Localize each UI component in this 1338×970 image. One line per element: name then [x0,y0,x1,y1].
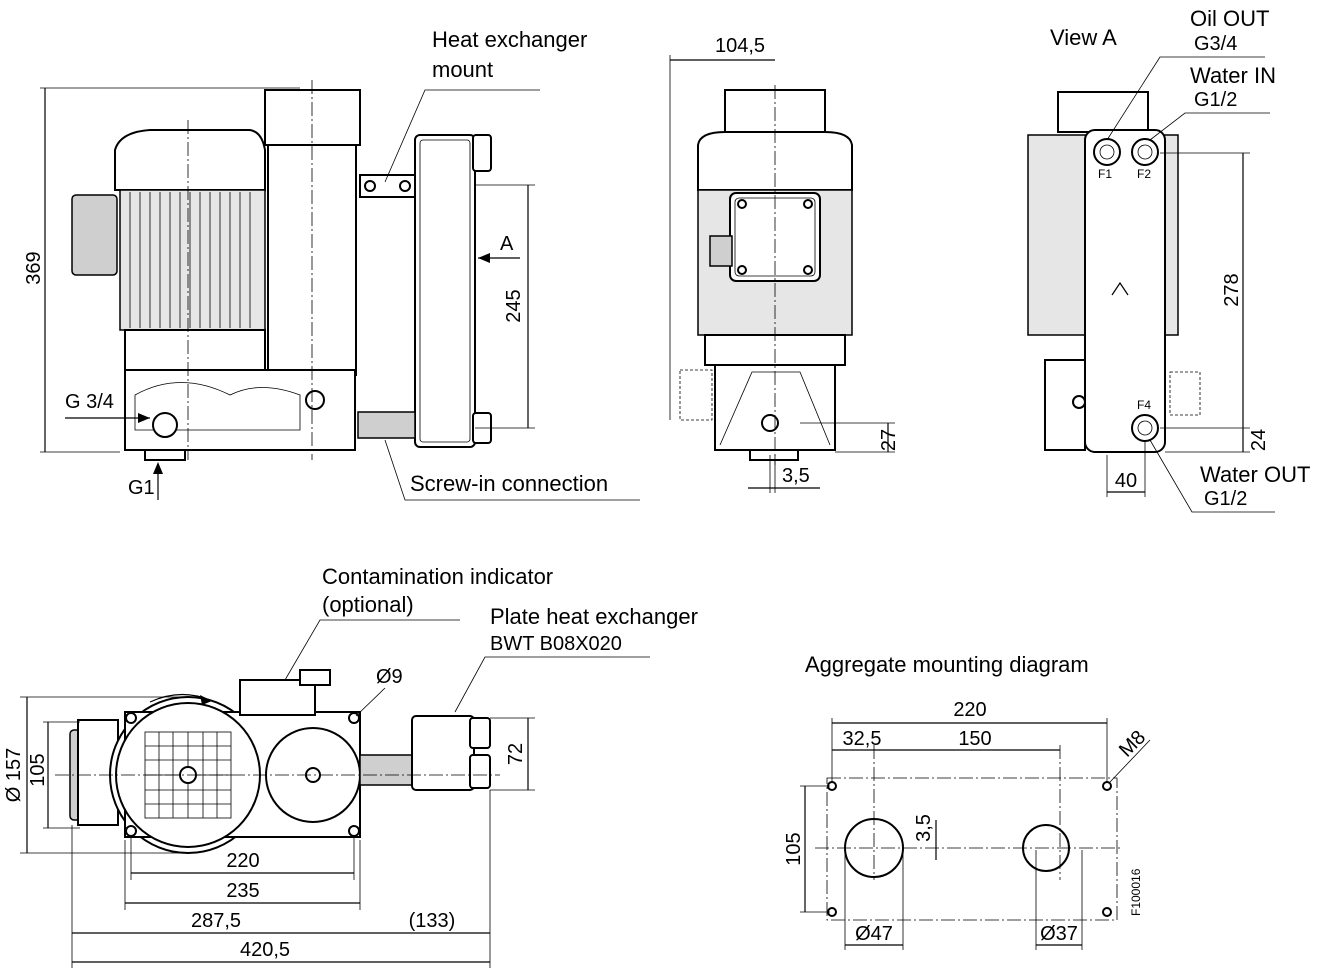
side-base [124,369,356,451]
dim-72: 72 [505,743,527,765]
dim-245: 245 [503,289,525,322]
mount-dim-d37: Ø37 [1040,923,1078,945]
side-view: 369 245 A Heat exchanger mount G 3/4 G1 … [23,27,640,501]
dim-24: 24 [1248,429,1270,451]
dim-369: 369 [23,251,45,284]
label-oil-out: Oil OUT [1190,6,1269,31]
top-heat-exchanger [411,715,475,791]
viewa-water-out-port [1131,414,1159,442]
side-motor-flange [124,329,266,371]
top-screw-in-fitting [359,754,416,786]
label-mounting-diagram: Aggregate mounting diagram [805,652,1089,677]
mount-dim-150: 150 [958,728,991,750]
side-motor-ribs [129,192,251,328]
side-pump-cap [264,89,361,146]
label-water-in-thread: G1/2 [1194,89,1237,111]
viewa-flow-arrow [1111,281,1129,296]
dim-27: 27 [878,429,900,451]
mount-dim-3-5: 3,5 [913,814,935,842]
side-g1-port [144,449,186,461]
label-f1: F1 [1098,167,1112,181]
side-bracket-bolt [399,180,411,192]
label-contamination-indicator: Contamination indicator [322,564,553,589]
side-heat-exchanger [414,134,476,448]
drawing-id: F100016 [1129,868,1143,916]
label-water-in: Water IN [1190,63,1276,88]
dim-105: 105 [27,753,49,786]
mount-hole [1102,907,1112,917]
mount-hole [1102,781,1112,791]
mount-outline [826,777,1118,921]
viewa-pump-cap [1057,91,1149,133]
top-view: Contamination indicator (optional) Plate… [3,564,698,968]
top-contamination-indicator [239,679,316,716]
label-g34: G 3/4 [65,391,114,413]
label-view-a: View A [1050,25,1117,50]
viewa-oil-out-port [1093,138,1121,166]
side-port [305,390,325,410]
label-plate-heat-exchanger: Plate heat exchanger [490,604,698,629]
viewa-water-in-port [1131,138,1159,166]
label-water-out-thread: G1/2 [1204,488,1247,510]
dim-d9: Ø9 [376,666,403,688]
label-plate-hx-model: BWT B08X020 [490,633,622,655]
label-water-out: Water OUT [1200,462,1310,487]
side-bracket-bolt [364,180,376,192]
label-contamination-optional: (optional) [322,592,414,617]
front-base [714,364,836,451]
view-a: View A F1 F2 F4 278 24 40 Oil OUT G3/4 [1027,6,1310,513]
label-oil-out-thread: G3/4 [1194,33,1237,55]
mount-dim-d47: Ø47 [855,923,893,945]
side-hx-port-top [472,134,492,172]
label-heat-exchanger: Heat exchanger [432,27,587,52]
dim-287-5: 287,5 [191,910,241,932]
label-f4: F4 [1137,398,1151,412]
dim-104-5: 104,5 [715,35,765,57]
mount-dim-105: 105 [783,832,805,865]
mounting-diagram: Aggregate mounting diagram 220 32,5 150 … [783,652,1151,950]
dim-3-5: 3,5 [782,465,810,487]
dim-220: 220 [226,850,259,872]
front-view: 104,5 27 3,5 [669,35,900,493]
side-screw-in-fitting [357,411,416,439]
dim-235: 235 [226,880,259,902]
side-motor-cap [114,129,266,191]
dim-133: (133) [409,910,456,932]
dim-278: 278 [1221,273,1243,306]
label-screw-in-connection: Screw-in connection [410,471,608,496]
side-g34-port [152,412,178,438]
side-motor-body [119,189,266,331]
mount-dim-220: 220 [953,699,986,721]
viewa-base [1044,359,1086,451]
mount-dim-32-5: 32,5 [843,728,882,750]
dim-420-5: 420,5 [240,939,290,961]
mount-dim-m8: M8 [1115,726,1150,761]
view-arrow-a: A [500,233,514,255]
dim-40: 40 [1115,470,1137,492]
dim-d157: Ø 157 [3,748,25,802]
front-port [761,414,779,432]
label-heat-exchanger-mount: mount [432,57,493,82]
label-g1: G1 [128,477,155,499]
front-cable-gland [709,235,733,267]
label-f2: F2 [1137,167,1151,181]
side-terminal-box [71,194,118,276]
